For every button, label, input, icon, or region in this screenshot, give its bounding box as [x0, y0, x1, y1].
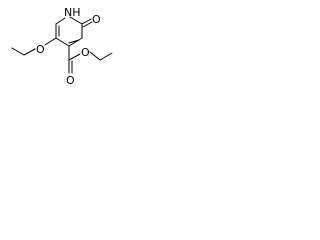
atom-label-ether-o: O — [36, 43, 45, 56]
bond-c3-c4 — [68, 37, 83, 47]
chemical-structure-diagram: NH O O O O — [11, 6, 113, 87]
bond-n-c2 — [69, 16, 83, 25]
atom-label-ester-o-carbonyl: O — [66, 74, 75, 87]
atom-label-ester-o-single: O — [81, 46, 90, 59]
bond-ch2-ch3 — [11, 47, 25, 56]
bond-ch2-ch3-ester — [99, 52, 113, 61]
bond-osingle-ch2 — [89, 51, 101, 61]
structure-canvas: NH O O O O — [0, 0, 129, 95]
bond-oether-ch2 — [23, 48, 36, 56]
bond-cester-osingle — [68, 53, 81, 61]
bond-c3-c4-inner — [68, 39, 80, 44]
atom-label-ketone-o: O — [92, 13, 101, 26]
atom-label-nh: NH — [64, 6, 81, 19]
bond-c2-o — [81, 18, 92, 25]
bond-c4-c5 — [55, 37, 70, 47]
bond-c2-o-double — [82, 21, 93, 28]
bond-c6-n — [55, 17, 66, 25]
bond-c4-oether — [44, 37, 57, 46]
